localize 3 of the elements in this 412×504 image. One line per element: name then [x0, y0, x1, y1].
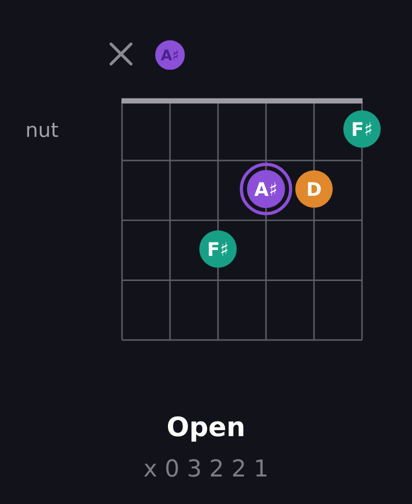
fingering-text: x 0 3 2 2 1 [144, 459, 266, 477]
nut-label: nut [27, 122, 58, 138]
chord-name: Open [168, 416, 244, 442]
